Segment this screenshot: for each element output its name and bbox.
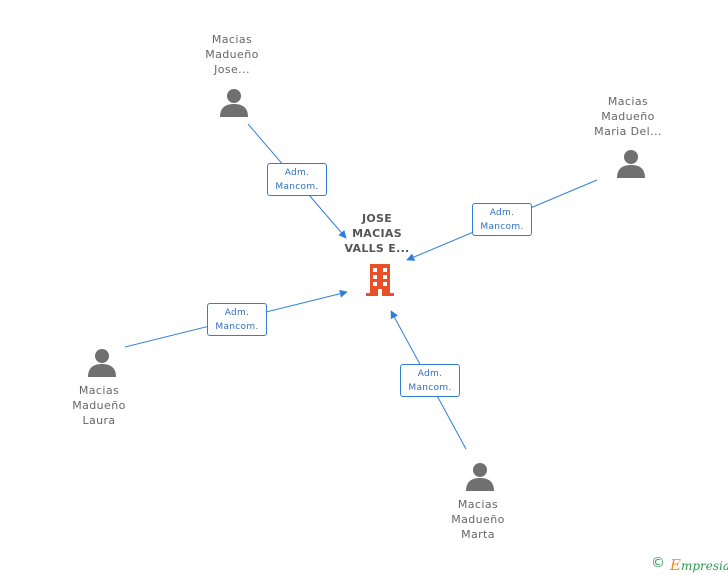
brand-name: mpresia — [680, 559, 728, 573]
brand-logo[interactable]: Empresia — [670, 556, 728, 574]
relation-label: Adm. — [284, 168, 310, 178]
person-name-line: Madueño — [72, 399, 126, 412]
person-name-laura[interactable]: Macias Madueño Laura — [39, 383, 159, 428]
relation-label: Mancom. — [480, 222, 524, 232]
relation-label: Adm. — [224, 308, 250, 318]
relation-box-maria[interactable]: Adm. Mancom. — [472, 203, 532, 236]
person-name-line: Macias — [211, 33, 253, 46]
person-name-jose[interactable]: Macias Madueño Jose... — [172, 32, 292, 77]
brand-initial: E — [670, 556, 681, 574]
relation-label: Mancom. — [408, 383, 452, 393]
person-name-line: Macias — [78, 384, 120, 397]
person-name-line: Maria Del... — [594, 125, 662, 138]
person-icon[interactable] — [87, 348, 117, 378]
person-name-marta[interactable]: Macias Madueño Marta — [418, 497, 538, 542]
relation-box-jose[interactable]: Adm. Mancom. — [267, 163, 327, 196]
relation-box-laura[interactable]: Adm. Mancom. — [207, 303, 267, 336]
person-icon[interactable] — [465, 462, 495, 492]
relation-box-marta[interactable]: Adm. Mancom. — [400, 364, 460, 397]
company-name[interactable]: JOSE MACIAS VALLS E... — [322, 211, 432, 256]
person-name-line: Macias — [607, 95, 649, 108]
relation-label: Adm. — [417, 369, 443, 379]
person-icon[interactable] — [219, 88, 249, 118]
relation-label: Mancom. — [275, 182, 319, 192]
building-icon[interactable] — [362, 262, 398, 298]
person-name-line: Jose... — [214, 63, 250, 76]
person-name-maria[interactable]: Macias Madueño Maria Del... — [568, 94, 688, 139]
company-name-line: MACIAS — [352, 227, 402, 240]
person-name-line: Macias — [457, 498, 499, 511]
person-name-line: Marta — [461, 528, 495, 541]
person-name-line: Madueño — [601, 110, 655, 123]
company-name-line: JOSE — [361, 212, 393, 225]
person-name-line: Laura — [82, 414, 116, 427]
relation-label: Adm. — [489, 208, 515, 218]
person-name-line: Madueño — [451, 513, 505, 526]
copyright-icon: © — [651, 555, 665, 571]
company-name-line: VALLS E... — [344, 242, 410, 255]
person-name-line: Madueño — [205, 48, 259, 61]
relation-label: Mancom. — [215, 322, 259, 332]
person-icon[interactable] — [616, 149, 646, 179]
